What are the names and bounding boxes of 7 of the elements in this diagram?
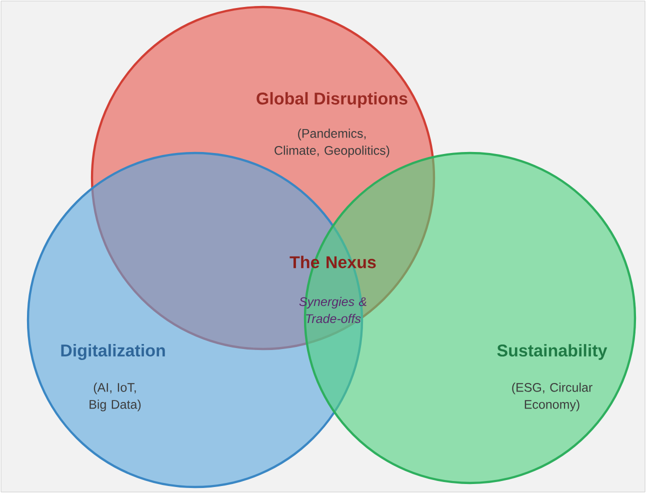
heading: Sustainability xyxy=(497,344,608,360)
description: (ESG, Circular Economy) xyxy=(512,382,592,412)
description: (AI, IoT, Big Data) xyxy=(90,382,141,412)
description: (Pandemics, Climate, Geopolitics) xyxy=(274,128,390,158)
description: Synergies & Trade-offs xyxy=(299,296,366,324)
heading: Global Disruptions xyxy=(256,92,408,108)
heading: Digitalization xyxy=(61,344,165,360)
